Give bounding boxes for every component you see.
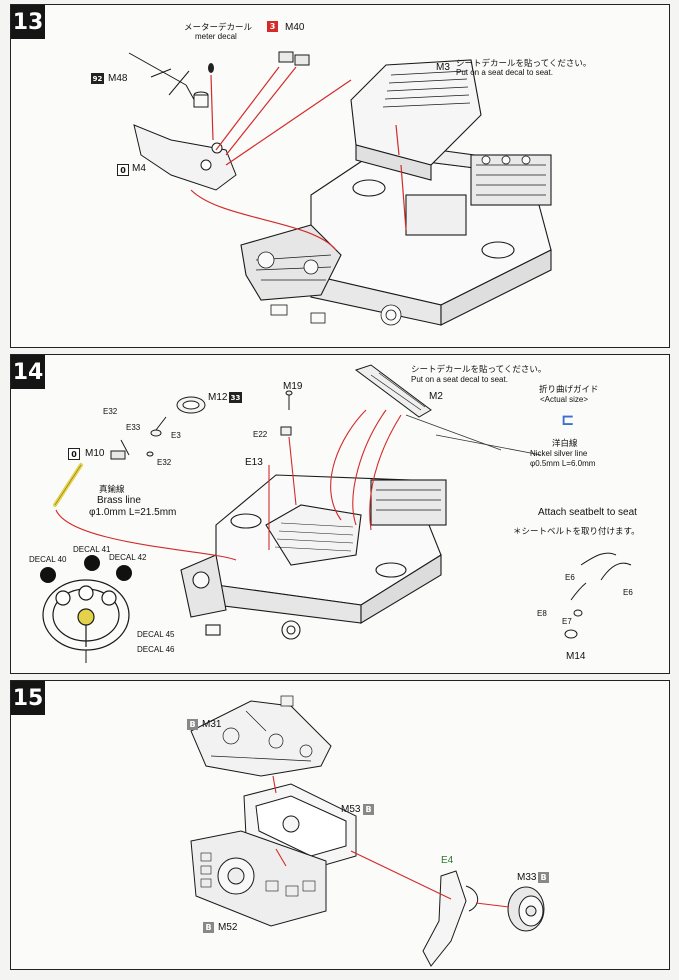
chassis-assembly bbox=[240, 59, 552, 326]
m52-tag: B bbox=[203, 922, 214, 933]
part-m12-steering bbox=[110, 396, 206, 460]
m40-tag: 3 bbox=[267, 21, 278, 32]
decal-41-label: DECAL 41 bbox=[73, 545, 111, 554]
decal-40-label: DECAL 40 bbox=[29, 555, 67, 564]
decal-42-swatch bbox=[116, 565, 132, 581]
m33-tag: B bbox=[538, 872, 549, 883]
seatbelt-parts bbox=[564, 552, 632, 639]
m19-label: M19 bbox=[283, 381, 303, 392]
part-m19 bbox=[280, 390, 293, 436]
fold-guide-label-en: <Actual size> bbox=[540, 395, 589, 404]
seat-decal-label-jp: シートデカールを貼ってください。 bbox=[411, 364, 547, 374]
m48-tag: 92 bbox=[91, 73, 104, 84]
brass-line-dimension: φ1.0mm L=21.5mm bbox=[89, 507, 177, 518]
step-13-panel: 13 bbox=[10, 4, 670, 348]
chassis-assembly bbox=[180, 474, 447, 640]
step-15-panel: 15 bbox=[10, 680, 670, 970]
dashboard-panel-part bbox=[133, 124, 237, 191]
nickel-line-label-en: Nickel silver line bbox=[530, 449, 588, 458]
m31-label: M31 bbox=[202, 719, 222, 730]
steering-column-part bbox=[128, 52, 209, 108]
e32-label-top: E32 bbox=[103, 407, 118, 416]
meter-decal-dot bbox=[208, 63, 214, 73]
m4-label: M4 bbox=[132, 163, 146, 174]
e13-label: E13 bbox=[245, 457, 263, 468]
decal-45-label: DECAL 45 bbox=[137, 630, 175, 639]
part-m2 bbox=[354, 364, 432, 418]
decal-41-swatch bbox=[84, 555, 100, 571]
callout-lines bbox=[55, 409, 402, 561]
e6-label-b: E6 bbox=[623, 588, 633, 597]
part-e4 bbox=[422, 870, 479, 967]
m31-tag: B bbox=[187, 719, 198, 730]
step-number: 13 bbox=[11, 5, 45, 39]
m40-label: M40 bbox=[285, 22, 305, 33]
nickel-line-dimension: φ0.5mm L=6.0mm bbox=[530, 459, 596, 468]
callout-lines bbox=[272, 775, 510, 908]
m14-label: M14 bbox=[566, 651, 586, 662]
part-m33 bbox=[507, 886, 545, 932]
m3-label: M3 bbox=[436, 62, 450, 73]
seat-decal-label-en: Put on a seat decal to seat. bbox=[411, 375, 508, 384]
meter-decal-label-jp: メーターデカール bbox=[184, 22, 253, 32]
decal-40-swatch bbox=[40, 567, 56, 583]
attach-seatbelt-label-jp: ＊シートベルトを取り付けます。 bbox=[513, 526, 640, 536]
m10-tag: 0 bbox=[68, 448, 80, 460]
part-m40 bbox=[278, 51, 310, 66]
step-number: 15 bbox=[11, 681, 45, 715]
callout-lines bbox=[190, 66, 407, 251]
m48-label: M48 bbox=[108, 73, 128, 84]
brass-line-label-en: Brass line bbox=[97, 495, 141, 506]
meter-decal-label-en: meter decal bbox=[195, 32, 237, 41]
m52-label: M52 bbox=[218, 922, 238, 933]
fold-guide-label-jp: 折り曲げガイド bbox=[539, 384, 599, 394]
brass-line-label-jp: 真鍮線 bbox=[99, 484, 125, 494]
e32-label-bottom: E32 bbox=[157, 458, 172, 467]
decal-46-label: DECAL 46 bbox=[137, 645, 175, 654]
step-13-drawing bbox=[128, 51, 552, 326]
e4-label: E4 bbox=[441, 855, 454, 866]
fold-guide-icon: ⊏ bbox=[561, 410, 575, 429]
m10-label: M10 bbox=[85, 448, 105, 459]
m53-tag: B bbox=[363, 804, 374, 815]
seat-decal-label-en: Put on a seat decal to seat. bbox=[456, 68, 553, 77]
m12-tag: 33 bbox=[229, 392, 242, 403]
step-14-panel: 14 bbox=[10, 354, 670, 674]
e6-label-a: E6 bbox=[565, 573, 575, 582]
m33-label: M33 bbox=[517, 872, 537, 883]
e8-label: E8 bbox=[537, 609, 547, 618]
e3-label: E3 bbox=[171, 431, 181, 440]
step-number: 14 bbox=[11, 355, 45, 389]
decal-42-label: DECAL 42 bbox=[109, 553, 147, 562]
attach-seatbelt-label-en: Attach seatbelt to seat bbox=[538, 507, 637, 518]
part-m31 bbox=[190, 695, 332, 777]
step-15-drawing bbox=[190, 695, 545, 967]
e22-label: E22 bbox=[253, 430, 268, 439]
m4-tag: 0 bbox=[117, 164, 129, 176]
e33-label: E33 bbox=[126, 423, 141, 432]
seat-decal-label-jp: シートデカールを貼ってください。 bbox=[456, 58, 592, 68]
m53-label: M53 bbox=[341, 804, 361, 815]
steering-wheel-decal-diagram bbox=[42, 579, 130, 663]
m2-label: M2 bbox=[429, 391, 443, 402]
nickel-line-label-jp: 洋白線 bbox=[552, 438, 578, 448]
part-m52 bbox=[190, 830, 327, 927]
m12-label: M12 bbox=[208, 392, 228, 403]
step-14-drawing bbox=[42, 364, 632, 663]
e7-label: E7 bbox=[562, 617, 572, 626]
